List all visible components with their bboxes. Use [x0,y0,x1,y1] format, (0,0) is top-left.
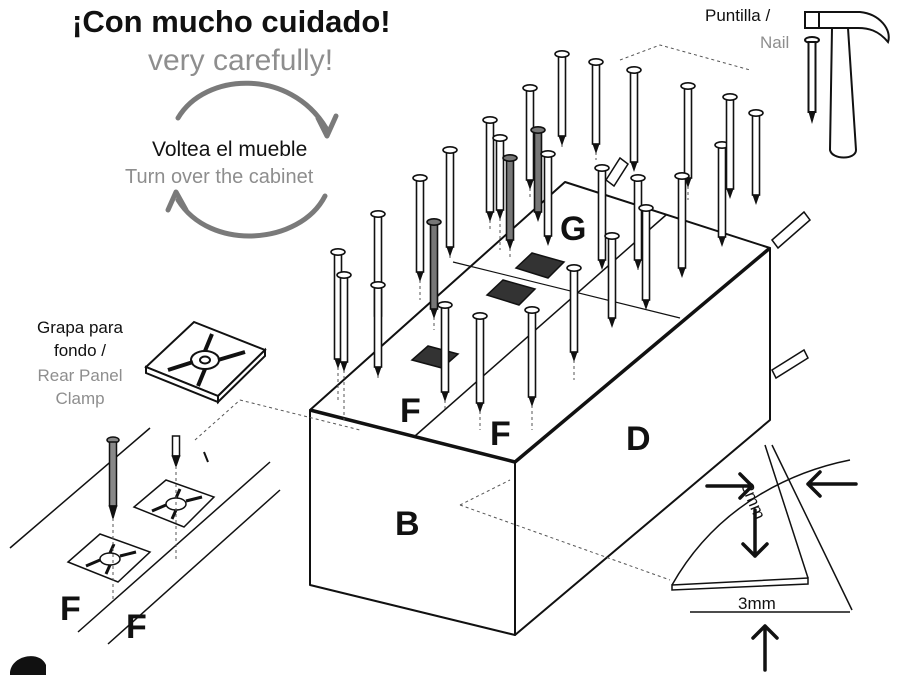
step-number-fragment [10,656,46,675]
nail [722,93,738,199]
inset-detail [9,427,281,645]
corner-detail [671,444,853,613]
clamp-label-en-line1: Rear Panel [37,366,123,385]
nail [530,126,546,222]
nail [442,146,458,260]
nail [674,172,690,278]
cabinet-box [309,181,772,636]
part-label-g: G [560,210,587,248]
nail [566,263,582,380]
cabinet-legs [604,156,812,380]
nail [426,218,442,330]
nail [588,57,604,160]
nail [472,311,488,430]
nail [540,150,556,246]
nail [437,300,453,410]
nail [604,232,620,328]
nail-icon [804,36,820,124]
nail [522,84,538,200]
clamp-label-es-line1: Grapa para [37,318,123,337]
gap-arrows [705,470,858,672]
nail [594,164,610,270]
inset-label-f-right: F [126,608,147,646]
turn-instruction-en: Turn over the cabinet [125,166,314,188]
nail [412,174,428,300]
nail [482,116,498,230]
nail [336,270,352,420]
turn-instruction-es: Voltea el mueble [152,138,308,161]
leader-lines [112,44,751,600]
nail-label-en: Nail [760,33,790,52]
part-label-f-left: F [400,392,421,430]
nail-label-es: Puntilla / [705,6,771,25]
part-label-d: D [626,420,651,458]
clamp-detail [144,320,267,405]
clamp-label-en-line2: Clamp [55,389,105,408]
nail [554,49,570,150]
gap-label-horizontal: 3mm [738,594,776,613]
hammer-icon [804,11,890,159]
part-label-f-right: F [490,415,511,453]
nail [502,154,518,260]
part-label-b: B [395,505,420,543]
nail [370,280,386,380]
inset-label-f-left: F [60,590,81,628]
nails-layer [330,49,764,430]
rotate-arrows-icon [165,80,339,239]
nail [638,204,654,310]
clamp-label-es-line2: fondo / [54,341,106,360]
nail [748,109,764,205]
warning-title: ¡Con mucho cuidado! [72,4,391,39]
nail [714,141,730,247]
nail [630,174,646,270]
nail [626,66,642,172]
nail [524,305,540,430]
warning-subtitle: very carefully! [148,44,334,77]
nail [492,134,508,250]
